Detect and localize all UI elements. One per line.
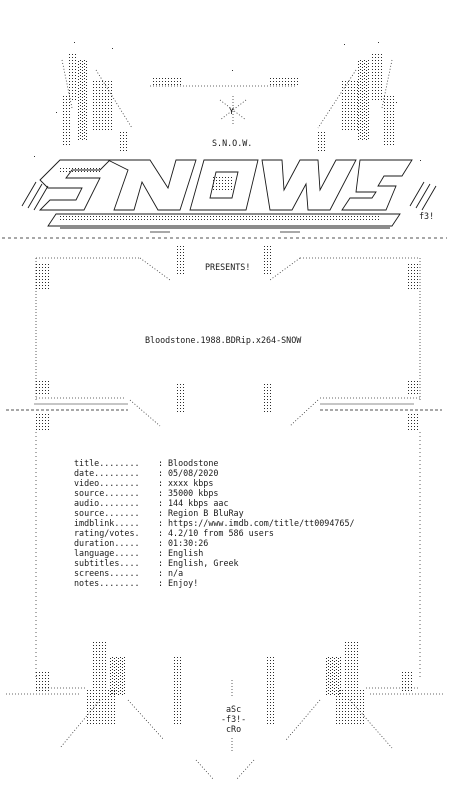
y-tag: Y [229, 106, 235, 116]
footer-credit-f3: -f3!- [221, 714, 247, 724]
bottom-structure [6, 640, 444, 781]
snow-logo [21, 159, 437, 229]
group-tag: S.N.O.W. [212, 138, 253, 148]
imdb-link[interactable]: https://www.imdb.com/title/tt0094765/ [168, 518, 355, 528]
presents-label: PRESENTS! [205, 262, 251, 272]
info-row-imdblink: imdblink.....:https://www.imdb.com/title… [74, 518, 355, 528]
info-row-source: source.......:Region B BluRay [74, 508, 244, 518]
info-row-video: video........:xxxx kbps [74, 478, 214, 488]
info-row-duration: duration.....:01:30:26 [74, 538, 209, 548]
info-row-source-bitrate: source.......:35000 kbps [74, 488, 219, 498]
dotted-frame-upper [35, 257, 421, 400]
top-left-pillar [61, 52, 133, 146]
info-row-rating: rating/votes.:4.2/10 from 586 users [74, 528, 274, 538]
center-crown [118, 78, 326, 152]
artist-tag: f3! [419, 211, 435, 221]
separator-middle [6, 399, 442, 430]
info-row-screens: screens......:n/a [74, 568, 184, 578]
side-rails [35, 432, 421, 680]
info-row-subtitles: subtitles....:English, Greek [74, 558, 239, 568]
footer-credit-cro: cRo [226, 724, 242, 734]
info-row-title: title........:Bloodstone [74, 458, 219, 468]
top-right-pillar [317, 52, 394, 146]
footer-credit-asc: aSc [226, 704, 242, 714]
logo-texture [60, 166, 380, 222]
info-row-language: language.....:English [74, 548, 204, 558]
release-name: Bloodstone.1988.BDRip.x264-SNOW [145, 335, 302, 345]
frame-fill-upper [36, 246, 420, 412]
info-row-notes: notes........:Enjoy! [74, 578, 199, 588]
scattered-dots-top [34, 42, 421, 161]
info-row-audio: audio........:144 kbps aac [74, 498, 229, 508]
info-row-date: date.........:05/08/2020 [74, 468, 219, 478]
